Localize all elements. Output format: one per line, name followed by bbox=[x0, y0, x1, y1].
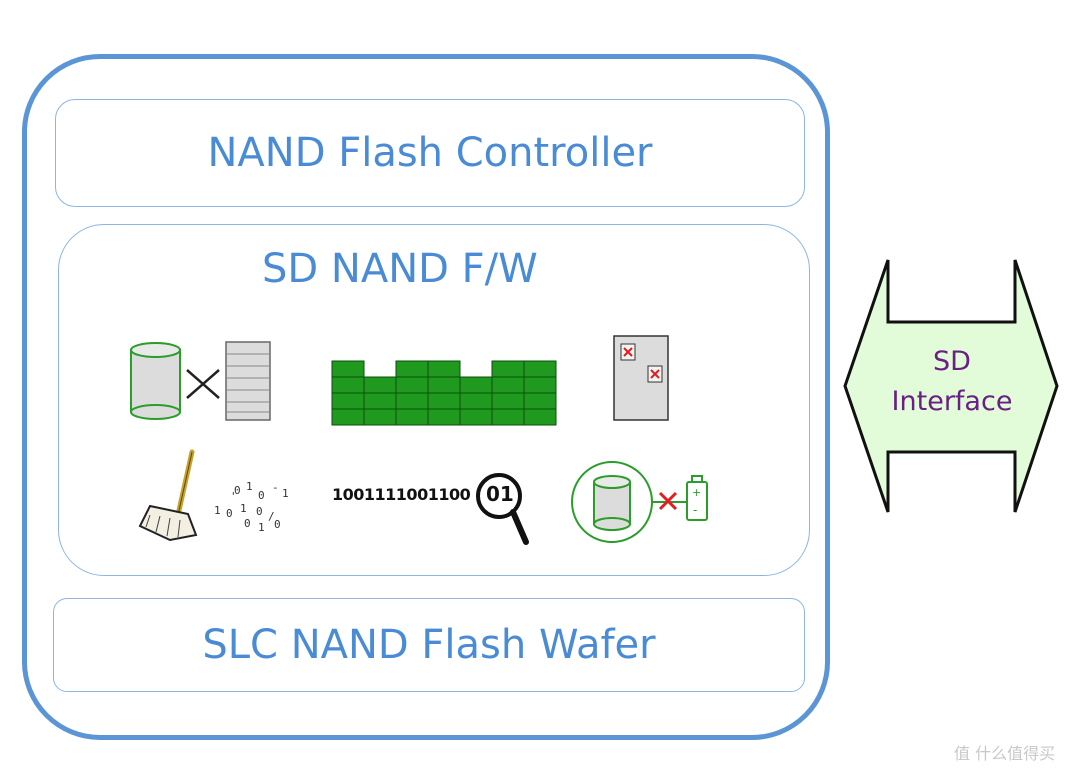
svg-text:/: / bbox=[268, 510, 275, 523]
sd-interface-arrow bbox=[843, 259, 1059, 513]
wear-leveling-block bbox=[523, 360, 557, 378]
site-watermark: 值 什么值得买 bbox=[954, 744, 1056, 763]
wear-leveling-block bbox=[395, 392, 429, 410]
wear-leveling-block bbox=[427, 408, 461, 426]
wear-leveling-block bbox=[427, 360, 461, 378]
sd-interface-line1: SD bbox=[933, 346, 971, 377]
wear-leveling-block bbox=[427, 392, 461, 410]
nand-flash-controller-box: NAND Flash Controller bbox=[55, 99, 805, 207]
bitstream-digits: 1001111001100 bbox=[332, 485, 471, 504]
svg-text:1: 1 bbox=[282, 487, 289, 500]
slc-wafer-label: SLC NAND Flash Wafer bbox=[202, 622, 656, 668]
svg-text:0: 0 bbox=[258, 489, 265, 502]
wear-leveling-block bbox=[523, 392, 557, 410]
wear-leveling-block bbox=[427, 376, 461, 394]
wear-leveling-block bbox=[491, 376, 525, 394]
svg-text:0: 0 bbox=[274, 518, 281, 531]
power-loss-protection-icon: + - bbox=[571, 461, 708, 543]
data-scan-magnifier-icon bbox=[476, 473, 529, 545]
wear-leveling-block bbox=[523, 376, 557, 394]
magnified-bits: 01 bbox=[486, 482, 514, 506]
wear-leveling-block bbox=[331, 360, 365, 378]
nand-flash-controller-label: NAND Flash Controller bbox=[207, 130, 653, 176]
svg-text:0: 0 bbox=[256, 505, 263, 518]
wear-leveling-block bbox=[459, 376, 493, 394]
wear-leveling-block bbox=[459, 408, 493, 426]
sd-interface-line2: Interface bbox=[891, 386, 1013, 417]
svg-text:+: + bbox=[692, 486, 701, 499]
svg-text:1: 1 bbox=[214, 504, 221, 517]
wear-leveling-block bbox=[363, 408, 397, 426]
svg-text:0: 0 bbox=[234, 484, 241, 497]
svg-text:-: - bbox=[693, 503, 697, 517]
firmware-label: SD NAND F/W bbox=[262, 246, 538, 292]
svg-text:0: 0 bbox=[226, 507, 233, 520]
bitstream-text: 1001111001100 bbox=[332, 485, 471, 504]
sd-interface-label: SD Interface bbox=[862, 342, 1042, 422]
wear-leveling-block bbox=[491, 360, 525, 378]
svg-text:': ' bbox=[230, 490, 237, 503]
wear-leveling-block bbox=[491, 408, 525, 426]
wear-leveling-block bbox=[459, 392, 493, 410]
svg-text:1: 1 bbox=[240, 502, 247, 515]
wear-leveling-block bbox=[363, 392, 397, 410]
bad-block-card-icon bbox=[613, 335, 669, 421]
wear-leveling-block bbox=[395, 376, 429, 394]
svg-text:-: - bbox=[272, 481, 279, 494]
database-mapping-icon bbox=[130, 341, 271, 421]
wear-leveling-block bbox=[523, 408, 557, 426]
svg-text:0: 0 bbox=[244, 517, 251, 530]
wear-leveling-block bbox=[395, 360, 429, 378]
wear-leveling-blocks-icon bbox=[331, 360, 557, 426]
wear-leveling-block bbox=[491, 392, 525, 410]
wear-leveling-block bbox=[331, 392, 365, 410]
wear-leveling-block bbox=[331, 376, 365, 394]
wear-leveling-block bbox=[395, 408, 429, 426]
wear-leveling-block bbox=[331, 408, 365, 426]
firmware-box bbox=[58, 224, 810, 576]
svg-text:1: 1 bbox=[258, 521, 265, 534]
slc-wafer-box: SLC NAND Flash Wafer bbox=[53, 598, 805, 692]
svg-text:1: 1 bbox=[246, 480, 253, 493]
wear-leveling-block bbox=[363, 376, 397, 394]
sd-nand-package-outline bbox=[22, 54, 830, 740]
